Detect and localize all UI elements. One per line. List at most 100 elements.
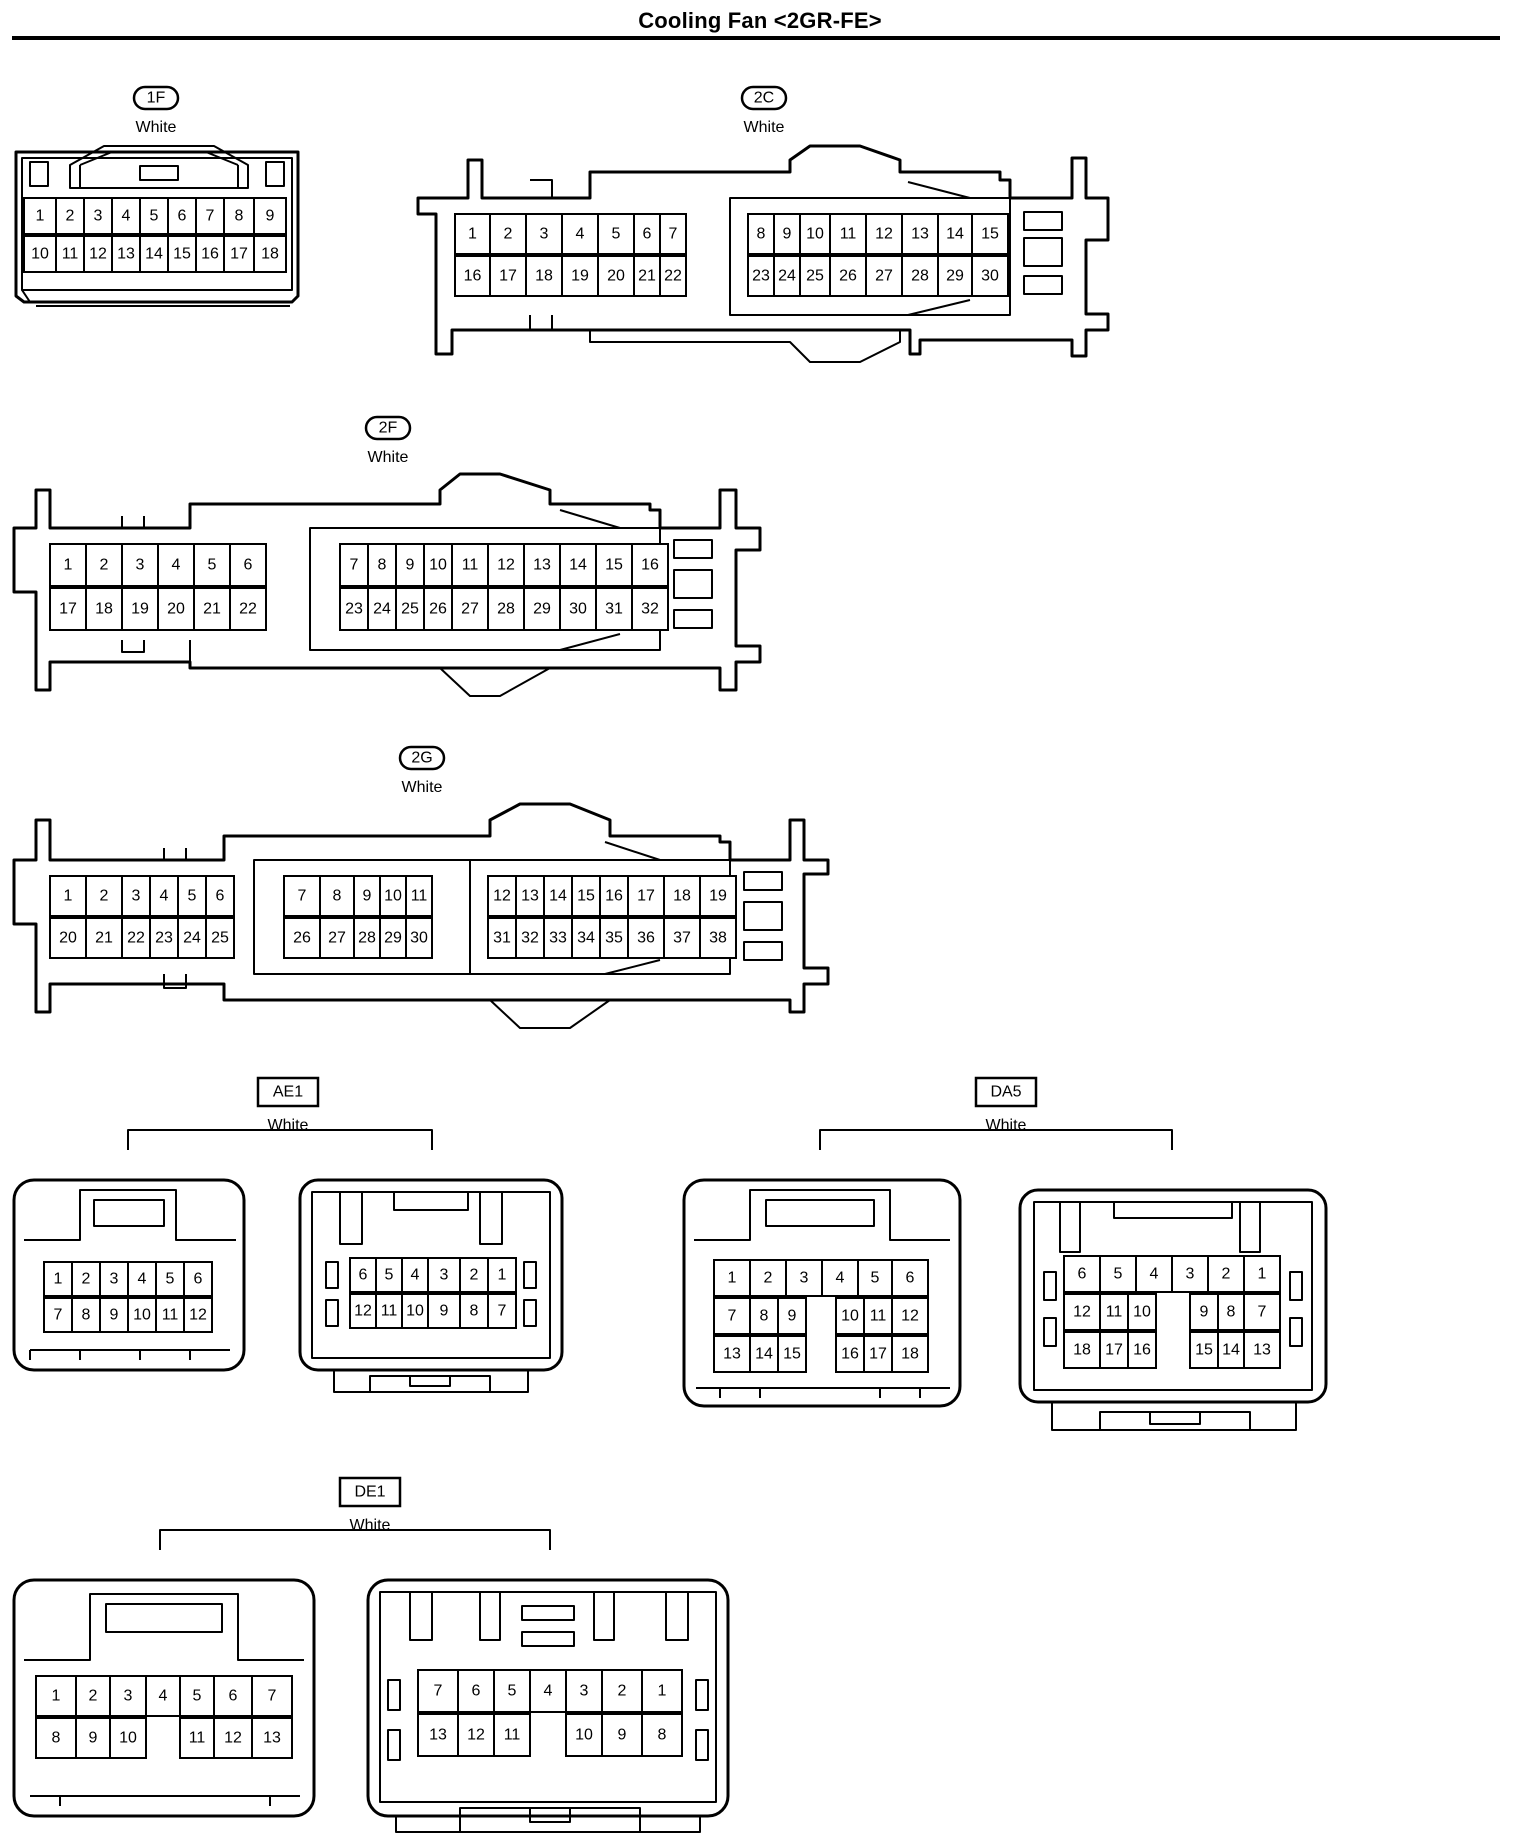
pin-cell: [1217, 1293, 1245, 1331]
connector-tag: [740, 85, 788, 111]
pin-cell: [891, 1259, 929, 1297]
pin-number: 11: [840, 226, 857, 243]
pin-number: 12: [89, 246, 107, 263]
pin-number: 12: [875, 226, 893, 243]
connector-tag: [974, 1076, 1038, 1108]
pin-number: 3: [94, 208, 103, 225]
pin-cell: [489, 213, 527, 255]
pin-cell: [487, 1257, 517, 1293]
pin-cell: [829, 255, 867, 297]
pin-number: 13: [263, 1730, 281, 1747]
pin-number: 29: [946, 268, 964, 285]
pin-cell: [641, 1669, 683, 1713]
pin-cell: [633, 255, 661, 297]
pin-cell: [659, 255, 687, 297]
pin-cell: [1243, 1293, 1281, 1331]
pin-number: 1: [658, 1683, 667, 1700]
pin-number: 8: [1227, 1304, 1236, 1321]
pin-cell: [155, 1261, 185, 1297]
pin-number: 21: [95, 930, 113, 947]
pin-cell: [487, 543, 525, 587]
pin-number: 8: [235, 208, 244, 225]
pin-cell: [857, 1259, 893, 1297]
pin-number: 2: [89, 1688, 98, 1705]
pin-cell: [599, 917, 629, 959]
pin-number: 34: [577, 930, 595, 947]
pin-number: 2: [82, 1271, 91, 1288]
pin-number: 28: [911, 268, 929, 285]
pin-cell: [427, 1293, 461, 1329]
pin-number: 17: [230, 246, 248, 263]
pin-number: 12: [354, 1303, 372, 1320]
pin-cell: [561, 213, 599, 255]
pin-cell: [631, 543, 669, 587]
pin-cell: [459, 1257, 489, 1293]
pin-number: 15: [605, 557, 623, 574]
pin-cell: [223, 235, 255, 273]
pin-number: 6: [643, 226, 652, 243]
pin-number: 15: [1195, 1342, 1213, 1359]
pin-number: 19: [709, 888, 727, 905]
pin-number: 5: [871, 1270, 880, 1287]
pin-cell: [559, 587, 597, 631]
pin-number: 18: [901, 1346, 919, 1363]
pin-cell: [1189, 1293, 1219, 1331]
pin-number: 13: [429, 1727, 447, 1744]
pin-cell: [487, 587, 525, 631]
pin-number: 13: [723, 1346, 741, 1363]
pin-cell: [177, 875, 207, 917]
pin-cell: [523, 543, 561, 587]
pin-number: 8: [52, 1730, 61, 1747]
pin-number: 25: [211, 930, 229, 947]
pin-number: 4: [160, 888, 169, 905]
pin-number: 14: [1222, 1342, 1240, 1359]
pin-cell: [525, 213, 563, 255]
pin-cell: [43, 1297, 73, 1333]
pin-cell: [749, 1297, 779, 1335]
connector-id: 2F: [379, 420, 398, 437]
pin-cell: [493, 1713, 531, 1757]
pin-cell: [49, 917, 87, 959]
pin-cell: [835, 1297, 865, 1335]
pin-cell: [379, 917, 407, 959]
connector-id: DE1: [354, 1484, 385, 1501]
pin-number: 17: [59, 601, 77, 618]
pin-number: 5: [150, 208, 159, 225]
pin-number: 8: [333, 888, 342, 905]
pin-number: 5: [1114, 1266, 1123, 1283]
pin-cell: [379, 875, 407, 917]
pin-cell: [454, 213, 491, 255]
pin-number: 2: [100, 557, 109, 574]
pin-cell: [489, 255, 527, 297]
pin-number: 18: [673, 888, 691, 905]
pin-number: 9: [783, 226, 792, 243]
pin-cell: [901, 213, 939, 255]
pin-number: 6: [216, 888, 225, 905]
pin-number: 5: [385, 1267, 394, 1284]
pin-number: 3: [800, 1270, 809, 1287]
pin-cell: [515, 917, 545, 959]
pin-number: 11: [189, 1730, 206, 1747]
pin-number: 14: [549, 888, 567, 905]
pin-cell: [85, 875, 123, 917]
pin-number: 1: [468, 226, 477, 243]
pin-cell: [183, 1297, 213, 1333]
pin-cell: [597, 255, 635, 297]
pin-number: 29: [384, 930, 402, 947]
pin-number: 14: [145, 246, 163, 263]
pin-cell: [339, 587, 369, 631]
pin-number: 30: [981, 268, 999, 285]
pin-cell: [565, 1669, 603, 1713]
pin-cell: [83, 235, 113, 273]
pin-number: 9: [406, 557, 415, 574]
pin-cell: [205, 917, 235, 959]
pin-cell: [109, 1675, 147, 1717]
pin-cell: [177, 917, 207, 959]
pin-number: 9: [110, 1307, 119, 1324]
pin-number: 6: [472, 1683, 481, 1700]
pin-cell: [423, 587, 453, 631]
pin-number: 11: [1106, 1304, 1123, 1321]
pin-cell: [561, 255, 599, 297]
pin-cell: [713, 1297, 751, 1335]
